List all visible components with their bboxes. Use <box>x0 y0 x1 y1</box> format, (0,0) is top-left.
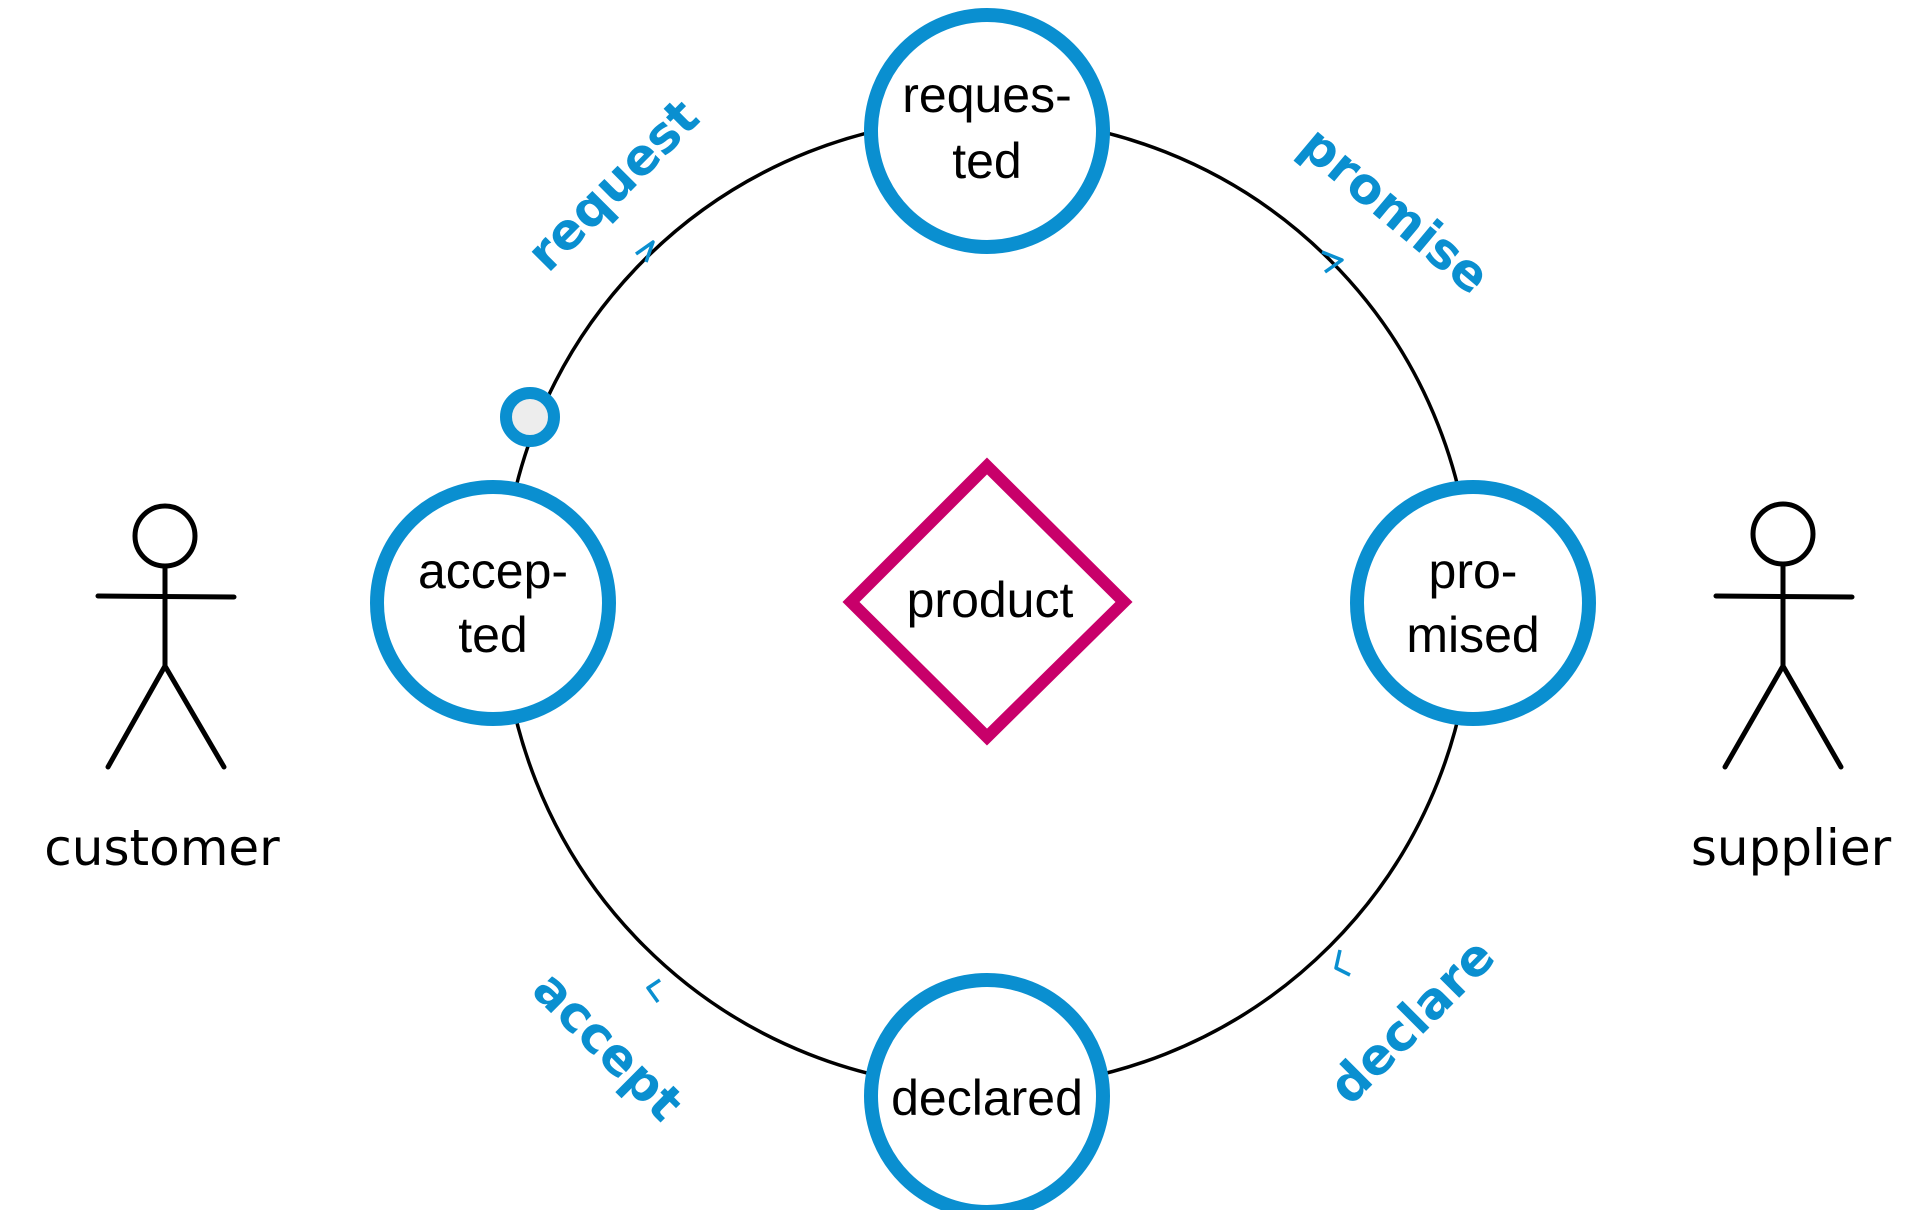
state-declared: declared <box>864 973 1110 1210</box>
supplier-head-icon <box>1750 501 1816 567</box>
state-promised-line-2: mised <box>1406 607 1539 663</box>
arrow-promise <box>1321 250 1344 274</box>
customer-actor <box>95 503 237 770</box>
act-request-label: request <box>515 88 710 283</box>
state-accepted: accep- ted <box>370 480 616 726</box>
state-accepted-line-2: ted <box>458 607 528 663</box>
supplier-label: supplier <box>1691 819 1892 877</box>
state-requested-line-1: reques- <box>902 67 1072 123</box>
product-diamond: product <box>842 457 1133 746</box>
customer-head-icon <box>132 503 198 569</box>
state-requested-line-2: ted <box>952 133 1022 189</box>
customer-label: customer <box>44 819 280 877</box>
arrow-accept <box>646 978 661 1004</box>
product-label: product <box>907 572 1074 628</box>
act-declare-label: declare <box>1317 927 1506 1116</box>
start-point <box>500 387 560 447</box>
state-promised: pro- mised <box>1350 480 1596 726</box>
state-requested: reques- ted <box>864 8 1110 254</box>
arrow-declare <box>1334 949 1351 977</box>
state-declared-line-1: declared <box>891 1070 1083 1126</box>
act-accept-label: accept <box>522 959 695 1132</box>
act-promise-label: promise <box>1289 115 1501 306</box>
state-promised-line-1: pro- <box>1429 543 1518 599</box>
state-accepted-line-1: accep- <box>418 543 568 599</box>
arrow-request <box>634 240 655 263</box>
supplier-actor <box>1713 501 1855 770</box>
